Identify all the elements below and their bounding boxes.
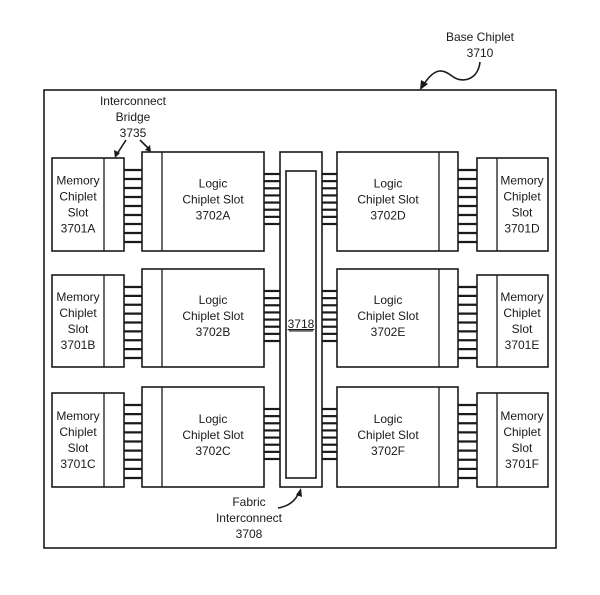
memory-chiplet-slot-3701B	[51, 274, 125, 368]
memory-slot-label: Memory	[56, 174, 99, 188]
memory-slot-label: Memory	[500, 409, 543, 423]
fabric-label-line2: Interconnect	[216, 511, 283, 525]
fabric-arrowhead	[296, 488, 302, 497]
memory-slot-label: Slot	[512, 206, 533, 220]
memory-slot-id: 3701E	[505, 338, 540, 352]
logic-slot-label: Chiplet Slot	[357, 428, 419, 442]
bridge-arrow-right	[139, 139, 149, 149]
memory-slot-id: 3701D	[504, 222, 540, 236]
interconnect-bridge-label-line1: Interconnect	[100, 94, 167, 108]
memory-slot-label: Memory	[500, 290, 543, 304]
logic-slot-label: Chiplet Slot	[182, 309, 244, 323]
memory-slot-label: Memory	[56, 290, 99, 304]
memory-slot-label: Slot	[512, 322, 533, 336]
memory-slot-label: Slot	[512, 441, 533, 455]
memory-slot-label: Chiplet	[503, 306, 541, 320]
memory-slot-label: Chiplet	[59, 306, 97, 320]
memory-slot-label: Slot	[68, 206, 89, 220]
memory-slot-label: Chiplet	[503, 190, 541, 204]
logic-slot-id: 3702C	[195, 444, 231, 458]
memory-slot-label: Chiplet	[59, 425, 97, 439]
logic-slot-label: Logic	[199, 177, 228, 191]
logic-slot-id: 3702A	[196, 209, 231, 223]
memory-chiplet-slot-3701A	[51, 157, 125, 252]
logic-slot-label: Logic	[199, 412, 228, 426]
fabric-label-line1: Fabric	[232, 495, 265, 509]
memory-slot-id: 3701F	[505, 457, 539, 471]
memory-slot-label: Memory	[500, 174, 543, 188]
bridge-arrow-left	[116, 139, 127, 155]
memory-slot-id: 3701B	[61, 338, 96, 352]
logic-slot-id: 3702E	[371, 325, 406, 339]
logic-slot-label: Chiplet Slot	[182, 193, 244, 207]
memory-slot-id: 3701C	[60, 457, 96, 471]
logic-chiplet-slot-3702E	[336, 268, 459, 368]
logic-slot-id: 3702D	[370, 209, 406, 223]
logic-slot-label: Logic	[374, 412, 403, 426]
memory-slot-label: Chiplet	[59, 190, 97, 204]
base-chiplet-arrowhead	[420, 80, 428, 90]
logic-chiplet-slot-3702D	[336, 151, 459, 252]
logic-slot-label: Logic	[374, 177, 403, 191]
base-chiplet-label-line1: Base Chiplet	[446, 30, 515, 44]
memory-slot-label: Slot	[68, 322, 89, 336]
interconnect-bridge-label-line3: 3735	[120, 126, 147, 140]
logic-slot-id: 3702F	[371, 444, 405, 458]
memory-slot-label: Chiplet	[503, 425, 541, 439]
memory-chiplet-slot-3701D	[476, 157, 549, 252]
memory-slot-label: Memory	[56, 409, 99, 423]
bridge-arrowhead-right	[145, 145, 151, 152]
fabric-interconnect-inner	[285, 170, 317, 479]
memory-chiplet-slot-3701F	[476, 392, 549, 488]
memory-chiplet-slot-3701C	[51, 392, 125, 488]
fabric-inner-label: 3718	[288, 317, 315, 331]
logic-slot-label: Logic	[199, 293, 228, 307]
logic-slot-label: Chiplet Slot	[182, 428, 244, 442]
logic-slot-label: Chiplet Slot	[357, 309, 419, 323]
bridge-arrowhead-left	[114, 150, 120, 158]
memory-chiplet-slot-3701E	[476, 274, 549, 368]
logic-chiplet-slot-3702F	[336, 386, 459, 488]
logic-slot-label: Logic	[374, 293, 403, 307]
base-chiplet-label-line2: 3710	[467, 46, 494, 60]
logic-slot-label: Chiplet Slot	[357, 193, 419, 207]
memory-slot-id: 3701A	[61, 222, 96, 236]
base-chiplet-arrow	[423, 61, 481, 85]
logic-slot-id: 3702B	[196, 325, 231, 339]
memory-slot-label: Slot	[68, 441, 89, 455]
interconnect-bridge-label-line2: Bridge	[116, 110, 151, 124]
fabric-label-line3: 3708	[236, 527, 263, 541]
